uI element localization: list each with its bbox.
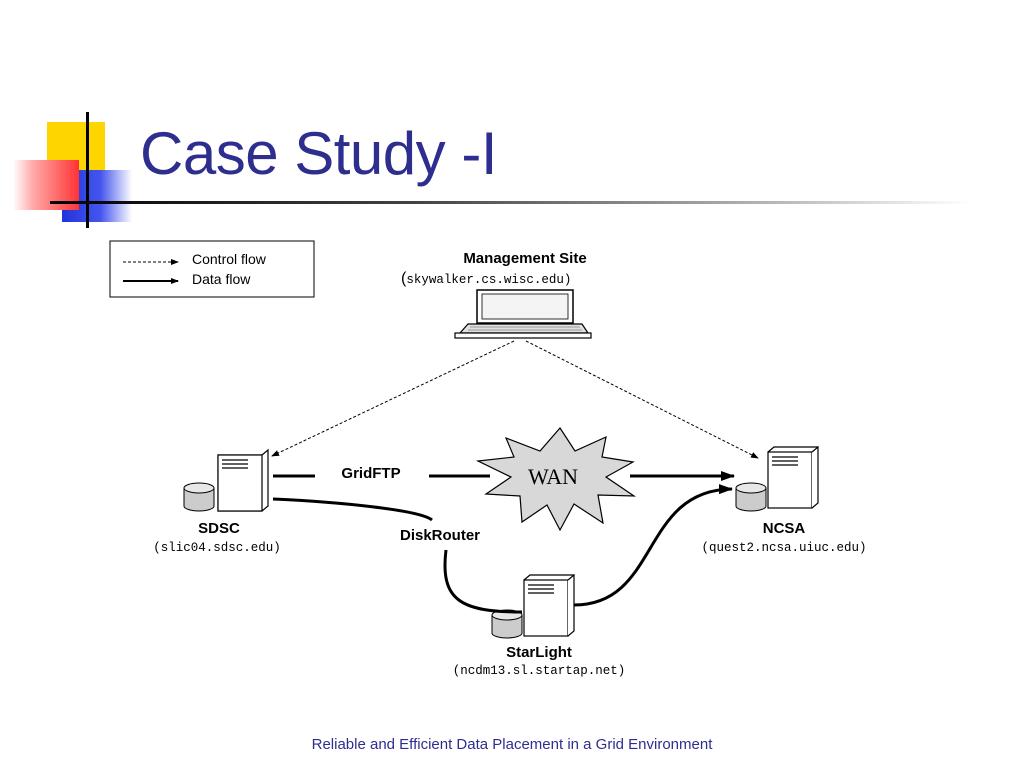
starlight-label: StarLight xyxy=(506,644,572,661)
sdsc-host: (slic04.sdsc.edu) xyxy=(153,541,281,555)
deco-vertical-line xyxy=(86,112,89,228)
wan-label: WAN xyxy=(528,464,578,489)
disk-icon xyxy=(491,609,523,639)
starlight-host: (ncdm13.sl.startap.net) xyxy=(453,664,626,678)
diskrouter-line-sdsc xyxy=(272,497,433,522)
node-management-site: Management Site (skywalker.cs.wisc.edu) xyxy=(401,250,592,339)
management-site-host: (skywalker.cs.wisc.edu) xyxy=(401,270,571,287)
disk-icon xyxy=(735,482,767,512)
wan-burst-shape xyxy=(475,427,637,532)
diskrouter-line-to-starlight xyxy=(443,549,523,614)
sdsc-label: SDSC xyxy=(198,520,240,537)
node-ncsa: NCSA (quest2.ncsa.uiuc.edu) xyxy=(701,445,867,555)
slide-footer: Reliable and Efficient Data Placement in… xyxy=(311,736,713,753)
wan-cloud: WAN xyxy=(475,427,637,532)
server-icon xyxy=(523,573,575,637)
control-flow-to-sdsc xyxy=(271,340,515,457)
disk-icon xyxy=(183,482,215,512)
server-icon xyxy=(767,445,819,509)
node-starlight: StarLight (ncdm13.sl.startap.net) xyxy=(453,573,626,678)
ncsa-host: (quest2.ncsa.uiuc.edu) xyxy=(701,541,866,555)
server-icon xyxy=(217,448,269,512)
diskrouter-line-to-ncsa xyxy=(573,484,733,607)
ncsa-label: NCSA xyxy=(763,520,806,537)
slide-title: Case Study -I xyxy=(140,120,498,187)
laptop-icon xyxy=(454,289,592,339)
legend-data-flow-label: Data flow xyxy=(192,271,251,287)
legend-box xyxy=(109,240,315,298)
control-flow-to-ncsa xyxy=(525,340,759,459)
title-rule xyxy=(50,201,970,204)
diskrouter-label: DiskRouter xyxy=(400,527,480,544)
legend: Control flow Data flow xyxy=(109,240,315,298)
legend-control-flow-label: Control flow xyxy=(192,251,267,267)
node-sdsc: SDSC (slic04.sdsc.edu) xyxy=(153,448,281,555)
gridftp-label: GridFTP xyxy=(341,465,400,482)
management-site-label: Management Site xyxy=(463,250,586,267)
